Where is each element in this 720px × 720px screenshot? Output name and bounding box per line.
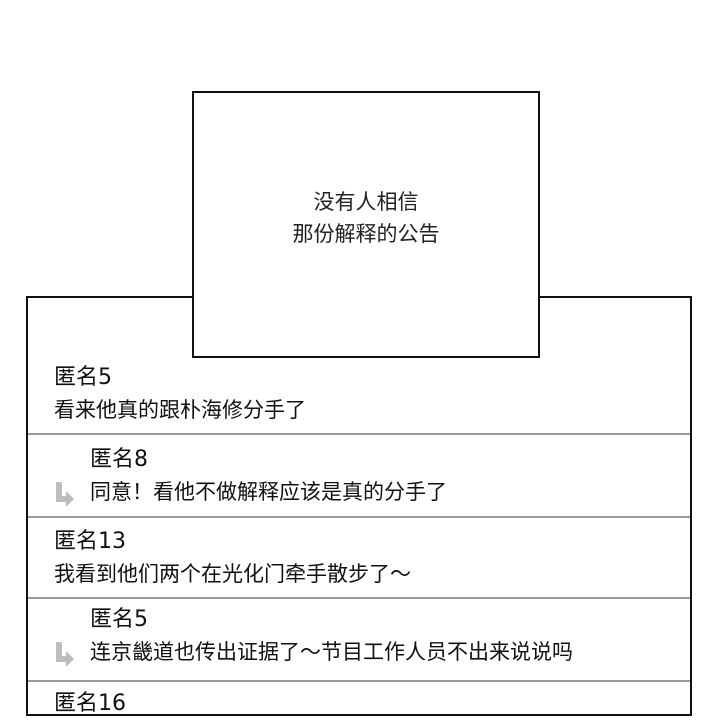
reply-arrow-icon <box>56 642 74 667</box>
comment-divider <box>28 433 690 435</box>
comment-text: 连京畿道也传出证据了～节目工作人员不出来说说吗 <box>90 640 573 664</box>
reply-item: 匿名5 连京畿道也传出证据了～节目工作人员不出来说说吗 <box>28 604 690 668</box>
comment-text: 我看到他们两个在光化门牵手散步了～ <box>54 562 411 586</box>
comment-divider <box>28 516 690 518</box>
comment-text: 同意！看他不做解释应该是真的分手了 <box>90 480 447 504</box>
comment-item: 匿名13 我看到他们两个在光化门牵手散步了～ <box>28 526 690 590</box>
comment-author: 匿名5 <box>90 607 148 632</box>
narration-caption-box: 没有人相信 那份解释的公告 <box>192 91 540 358</box>
caption-line-2: 那份解释的公告 <box>292 221 440 246</box>
comment-item: 匿名16 <box>28 688 690 720</box>
comment-author: 匿名8 <box>90 447 148 472</box>
comment-author: 匿名13 <box>54 529 126 554</box>
comment-divider <box>28 680 690 682</box>
caption-line-1: 没有人相信 <box>313 189 419 214</box>
comment-divider <box>28 597 690 599</box>
comment-author: 匿名16 <box>54 691 126 716</box>
comment-text: 看来他真的跟朴海修分手了 <box>54 398 306 422</box>
comment-author: 匿名5 <box>54 365 112 390</box>
reply-arrow-icon <box>56 482 74 507</box>
comment-item: 匿名5 看来他真的跟朴海修分手了 <box>28 362 690 426</box>
comment-thread-panel: 匿名5 看来他真的跟朴海修分手了 匿名8 同意！看他不做解释应该是真的分手了 匿… <box>26 296 692 716</box>
reply-item: 匿名8 同意！看他不做解释应该是真的分手了 <box>28 444 690 508</box>
